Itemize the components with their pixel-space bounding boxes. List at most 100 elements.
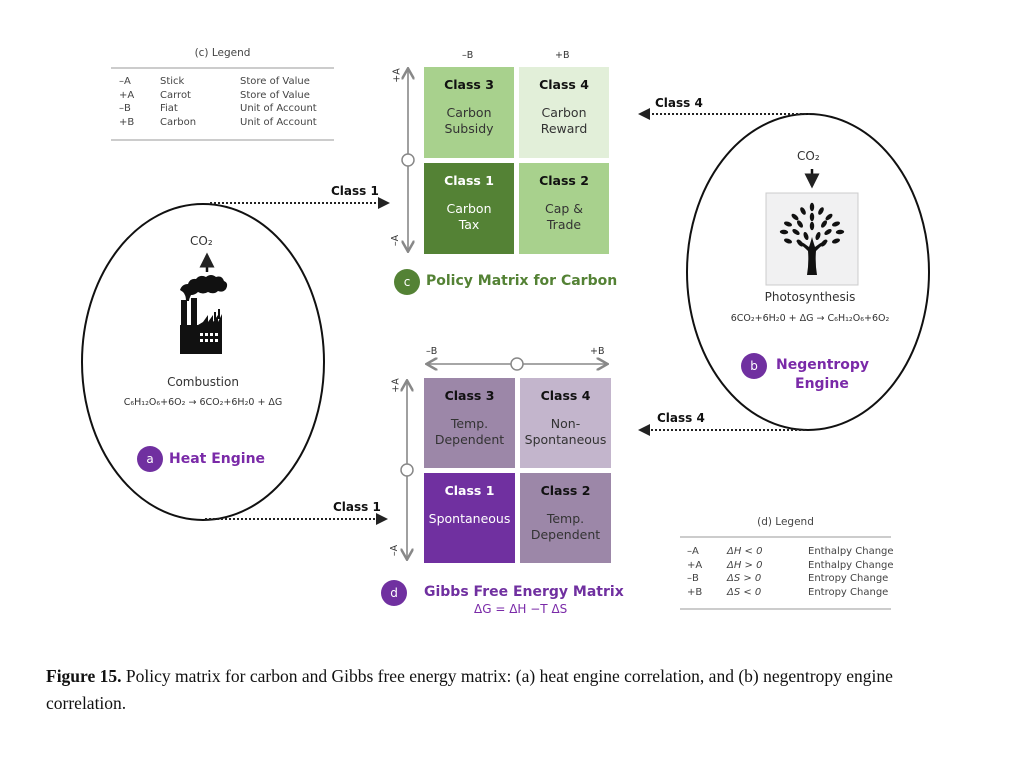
- legend-d-sign: +A: [687, 559, 703, 571]
- cell-description-line-1: Temp.: [450, 416, 489, 431]
- legend-c-role: Unit of Account: [240, 103, 317, 114]
- tree-leaf: [779, 229, 789, 235]
- matrix-d-cell-class-4: Class 4 Non-Spontaneous: [520, 378, 611, 468]
- tree-leaf: [831, 221, 841, 227]
- legend-c-sign: +A: [119, 89, 135, 101]
- matrix-d-cell-class-3: Class 3 Temp.Dependent: [424, 378, 515, 468]
- matrix-d-title: Gibbs Free Energy Matrix: [424, 584, 624, 600]
- cell-class-label: Class 1: [444, 483, 495, 498]
- matrix-d-b-origin: [510, 357, 524, 371]
- tree-leaf: [835, 229, 845, 235]
- factory-icon: [180, 275, 228, 354]
- tree-leaf: [796, 239, 804, 247]
- heat-engine-badge: a: [137, 446, 163, 472]
- matrix-d-a-origin: [400, 463, 414, 477]
- legend-d-name: Enthalpy Change: [808, 559, 894, 571]
- matrix-c-minus-b-label: –B: [462, 50, 474, 61]
- matrix-c-title: Policy Matrix for Carbon: [426, 273, 618, 289]
- heat-engine-title: Heat Engine: [169, 451, 266, 467]
- legend-c-name: Stick: [160, 76, 185, 87]
- matrix-c-origin: [401, 153, 415, 167]
- matrix-d-plus-a-label: +A: [390, 378, 402, 393]
- tree-leaf: [792, 228, 800, 236]
- negentropy-engine-title-1: Negentropy: [776, 357, 870, 373]
- tree-icon: [765, 192, 859, 286]
- tree-leaf: [803, 231, 809, 241]
- caption-label: Figure 15.: [46, 666, 122, 686]
- legend-c-sign: –A: [119, 76, 131, 87]
- cell-class-label: Class 3: [444, 77, 494, 92]
- tree-leaf: [809, 212, 815, 222]
- tree-leaf: [783, 221, 793, 227]
- legend-c-name: Carrot: [160, 89, 191, 101]
- tree-leaf: [791, 213, 799, 221]
- legend-d-title: (d) Legend: [757, 516, 814, 528]
- tree-leaf: [783, 238, 793, 244]
- tree-leaf: [800, 207, 806, 215]
- cell-description: Temp.Dependent: [520, 511, 611, 543]
- legend-d-name: Entropy Change: [808, 573, 889, 584]
- matrix-d-plus-b-label: +B: [590, 346, 605, 357]
- cell-description-line-1: Carbon: [541, 105, 587, 120]
- cell-class-label: Class 4: [539, 77, 589, 92]
- legend-d-cond: ΔS > 0: [727, 573, 762, 584]
- cell-description: Spontaneous: [424, 511, 515, 527]
- heat-engine-equation: C₆H₁₂O₆+6O₂ → 6CO₂+6H₂0 + ΔG: [123, 397, 283, 408]
- cell-description-line-1: Cap &: [544, 201, 584, 216]
- legend-c-role: Store of Value: [240, 76, 310, 87]
- tree-leaf: [825, 213, 833, 221]
- cell-description-line-2: Spontaneous: [524, 432, 607, 447]
- cell-description: Temp.Dependent: [424, 416, 515, 448]
- tree-leaf: [809, 202, 815, 212]
- legend-d-sign: –B: [687, 573, 699, 584]
- cell-description-line-1: Carbon: [446, 105, 492, 120]
- legend-c-name: Fiat: [160, 103, 178, 114]
- arrow-heat-to-d-label: Class 1: [333, 500, 381, 514]
- legend-c-sign: –B: [119, 103, 131, 114]
- cell-description-line-2: Trade: [546, 217, 582, 232]
- heat-engine-process: Combustion: [167, 375, 239, 389]
- cell-class-label: Class 1: [444, 173, 494, 188]
- cell-class-label: Class 4: [540, 388, 591, 403]
- cell-description: Cap &Trade: [519, 201, 609, 233]
- heat-engine-co2: CO₂: [190, 234, 213, 248]
- matrix-c-cell-class-2: Class 2 Cap &Trade: [519, 163, 609, 254]
- legend-c-title: (c) Legend: [194, 47, 251, 59]
- legend-c-sign: +B: [119, 116, 135, 128]
- tree-leaf: [818, 207, 824, 215]
- negentropy-engine-title-2: Engine: [795, 376, 849, 392]
- tree-leaf: [831, 238, 841, 244]
- gibbs-equation: ΔG = ΔH −T ΔS: [474, 602, 568, 616]
- tree-leaf: [815, 231, 821, 241]
- tree-leaf: [796, 220, 804, 228]
- legend-d-name: Entropy Change: [808, 586, 889, 598]
- legend-d-cond: ΔH > 0: [727, 559, 763, 571]
- tree-leaf: [824, 228, 832, 236]
- heat-engine-ellipse: [81, 203, 325, 521]
- matrix-d-cell-class-2: Class 2 Temp.Dependent: [520, 473, 611, 563]
- caption-text: Policy matrix for carbon and Gibbs free …: [46, 666, 893, 713]
- cell-description-line-2: Tax: [458, 217, 480, 232]
- legend-d-sign: +B: [687, 586, 703, 598]
- arrow-heat-to-c-label: Class 1: [331, 184, 379, 198]
- matrix-c-plus-a-label: +A: [391, 68, 403, 83]
- tree-leaf: [820, 220, 828, 228]
- cell-class-label: Class 2: [540, 483, 591, 498]
- cell-description-line-2: Reward: [540, 121, 588, 136]
- legend-c-role: Store of Value: [240, 89, 310, 101]
- cell-class-label: Class 2: [539, 173, 589, 188]
- cell-description-line-1: Non-: [550, 416, 581, 431]
- matrix-c-plus-b-label: +B: [555, 50, 570, 61]
- cell-class-label: Class 3: [444, 388, 495, 403]
- legend-d-sign: –A: [687, 546, 699, 557]
- arrow-neg-to-d-label: Class 4: [657, 411, 705, 425]
- matrix-d-minus-b-label: –B: [426, 346, 438, 357]
- cell-description-line-2: Subsidy: [444, 121, 494, 136]
